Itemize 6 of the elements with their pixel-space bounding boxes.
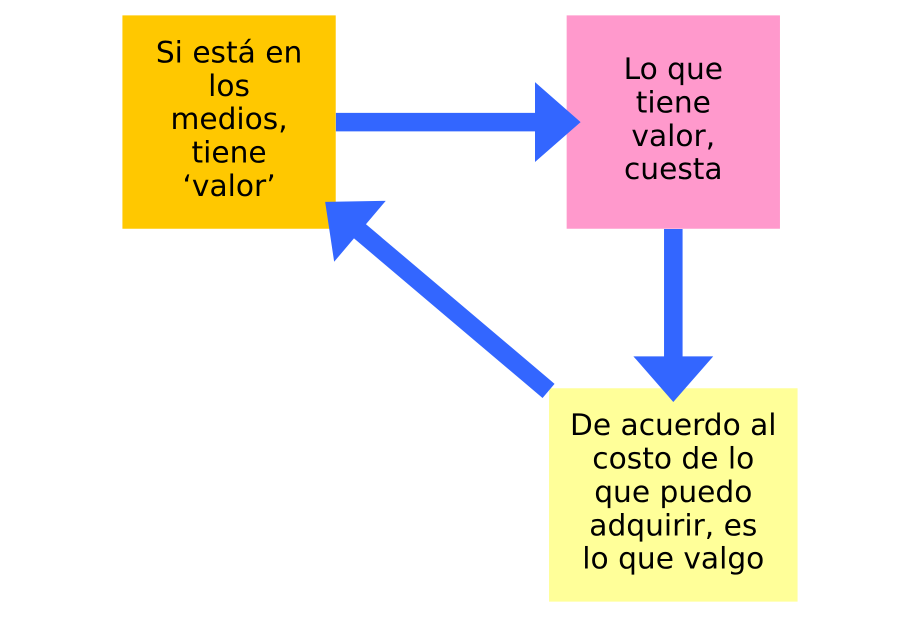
node-box: De acuerdo al costo de lo que puedo adquirir, es lo que valgo	[549, 388, 798, 602]
arrow	[325, 200, 555, 398]
arrow	[336, 82, 581, 162]
node-box: Lo que tiene valor, cuesta	[566, 15, 780, 229]
arrow	[633, 229, 714, 402]
node-box: Si está en los medios, tiene ‘valor’	[122, 15, 336, 229]
